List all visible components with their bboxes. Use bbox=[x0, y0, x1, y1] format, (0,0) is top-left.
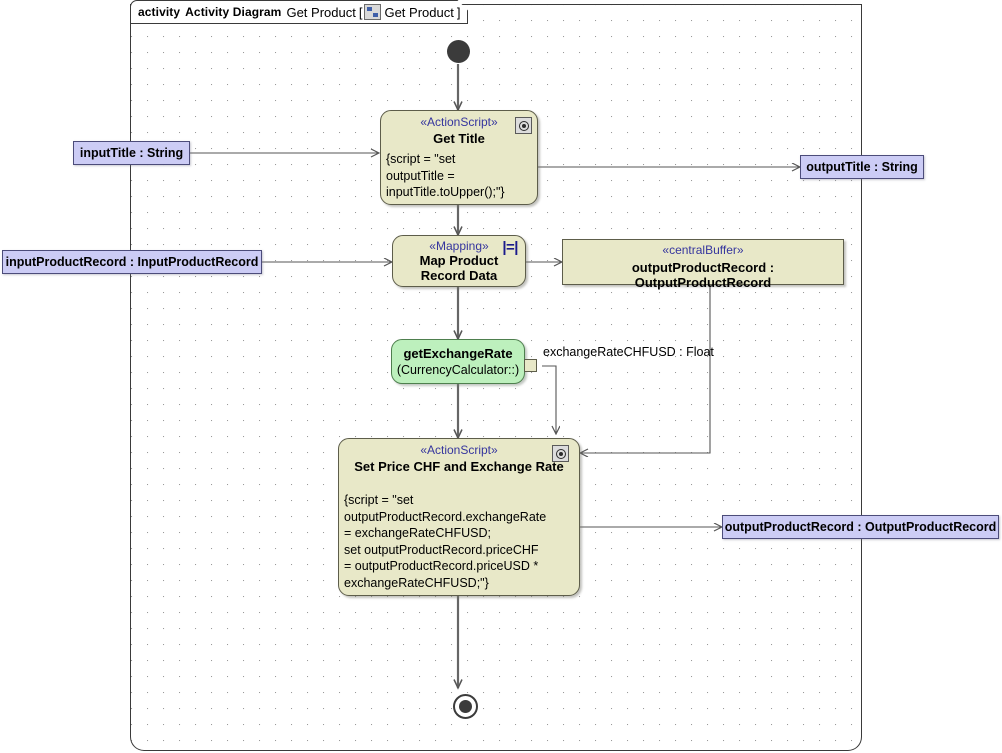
frame-keyword: activity bbox=[138, 5, 181, 19]
diagram-frame-header[interactable]: activity Activity Diagram Get Product [ … bbox=[130, 0, 468, 24]
node-title: Map Product Record Data bbox=[419, 253, 499, 283]
node-subtitle: (CurrencyCalculator::) bbox=[396, 363, 520, 377]
buffer-name: outputProductRecord : OutputProductRecor… bbox=[631, 260, 775, 290]
node-body-script: {script = "set outputProductRecord.excha… bbox=[344, 493, 547, 590]
node-title: Set Price CHF and Exchange Rate bbox=[354, 459, 564, 474]
actionscript-badge-icon bbox=[515, 117, 532, 134]
initial-node[interactable] bbox=[447, 40, 470, 63]
stereotype-label: «Mapping» bbox=[429, 239, 489, 253]
activity-parameter-output-product-record[interactable]: outputProductRecord : OutputProductRecor… bbox=[722, 515, 999, 539]
activity-final-node[interactable] bbox=[453, 694, 478, 719]
action-node-get-title[interactable]: «ActionScript» Get Title {script = "set … bbox=[380, 110, 538, 205]
stereotype-label: «ActionScript» bbox=[420, 443, 498, 457]
output-pin[interactable] bbox=[524, 359, 537, 372]
actionscript-badge-icon bbox=[552, 445, 569, 462]
central-buffer-node[interactable]: «centralBuffer» outputProductRecord : Ou… bbox=[562, 239, 844, 290]
action-node-map-product-record-data[interactable]: «Mapping» Map Product Record Data |=| bbox=[392, 235, 526, 287]
activity-parameter-input-title[interactable]: inputTitle : String bbox=[73, 141, 190, 165]
stereotype-label: «ActionScript» bbox=[420, 115, 498, 129]
activity-diagram-icon bbox=[364, 4, 381, 20]
node-body-script: {script = "set outputTitle = inputTitle.… bbox=[386, 152, 505, 199]
frame-bracket-close: ] bbox=[456, 4, 461, 20]
stereotype-label: «centralBuffer» bbox=[662, 243, 744, 257]
frame-inner-name: Get Product bbox=[384, 4, 454, 20]
frame-type-label: Activity Diagram bbox=[185, 5, 282, 19]
frame-bracket-open: [ bbox=[358, 4, 363, 20]
diagram-frame-top-border bbox=[130, 4, 862, 5]
activity-parameter-output-title[interactable]: outputTitle : String bbox=[800, 155, 924, 179]
mapping-badge-icon: |=| bbox=[502, 239, 518, 256]
call-behavior-node-get-exchange-rate[interactable]: getExchangeRate (CurrencyCalculator::) bbox=[391, 339, 525, 384]
pin-label-exchange-rate: exchangeRateCHFUSD : Float bbox=[543, 345, 714, 359]
node-title: Get Title bbox=[433, 131, 485, 146]
frame-name: Get Product bbox=[286, 4, 356, 20]
activity-parameter-input-product-record[interactable]: inputProductRecord : InputProductRecord bbox=[2, 250, 262, 274]
node-title: getExchangeRate bbox=[403, 346, 513, 361]
action-node-set-price-chf-and-exchange-rate[interactable]: «ActionScript» Set Price CHF and Exchang… bbox=[338, 438, 580, 596]
